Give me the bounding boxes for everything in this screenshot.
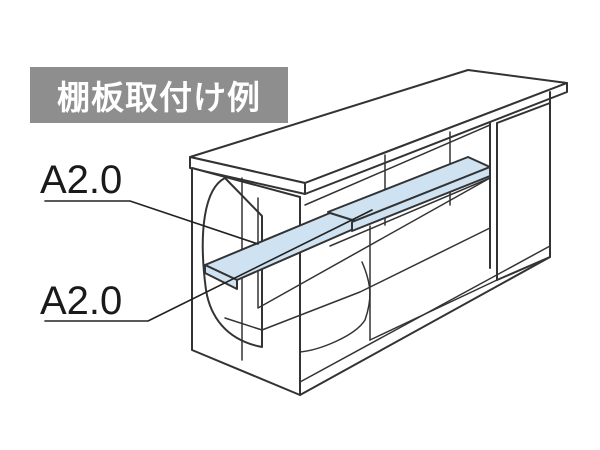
interior-floor [224,227,491,331]
inner-door-curve [299,261,371,353]
callout-leader-2 [44,209,373,322]
interior-upper-rail [304,124,491,206]
interior-back-edge [257,177,491,309]
interior-mid-rail [329,177,491,247]
shelf-board-upper-edge [351,166,491,232]
shelf-board-lower-edge [204,264,238,290]
sliding-door-track [369,279,498,341]
callout-label-upper: A2.0 [40,158,123,202]
title-badge: 棚板取付け例 [30,67,288,123]
cabinet-top-right-edge [304,82,568,195]
callout-label-lower: A2.0 [40,279,123,323]
sliding-door-front [496,102,551,281]
diagram-title: 棚板取付け例 [57,78,261,117]
callout-leader-1 [44,200,259,245]
